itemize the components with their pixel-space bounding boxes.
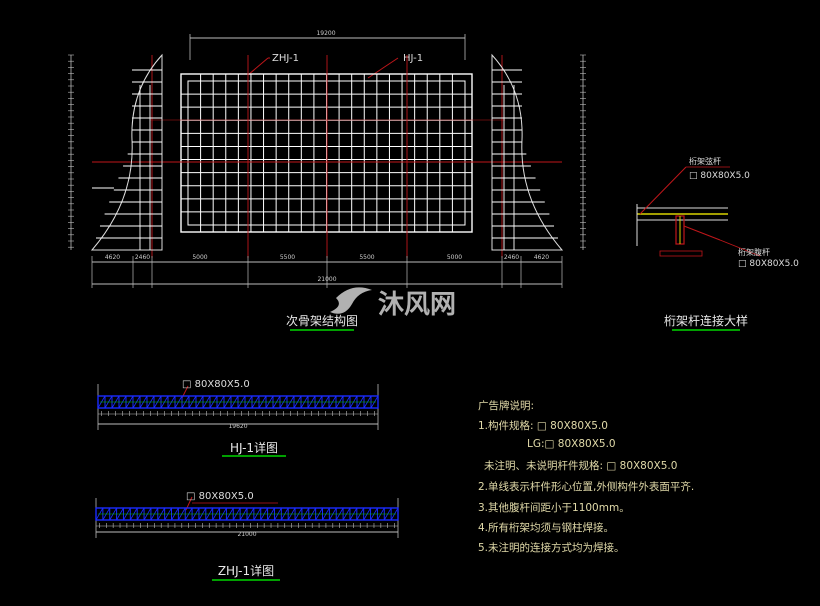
watermark-icon	[330, 287, 372, 314]
notes-line-1b: LG:□ 80X80X5.0	[527, 438, 616, 450]
hj-spec: □ 80X80X5.0	[182, 379, 250, 390]
notes-line-4: 3.其他腹杆间距小于1100mm。	[478, 501, 630, 514]
hj-detail-title: HJ-1详图	[230, 440, 278, 455]
bottom-dim-value: 4620	[534, 254, 549, 261]
hj-1-detail: □ 80X80X5.0 19620 HJ-1详图	[97, 379, 379, 457]
billboard-notes: 广告牌说明: 1.构件规格: □ 80X80X5.0 LG:□ 80X80X5.…	[478, 399, 694, 554]
web-member-spec: □ 80X80X5.0	[738, 259, 799, 269]
notes-line-5: 4.所有桁架均须与钢柱焊接。	[478, 521, 614, 534]
upper-chord-spec: □ 80X80X5.0	[689, 171, 750, 181]
bottom-dim-value: 5000	[192, 254, 207, 261]
truss-joint-detail: 桁架弦杆 □ 80X80X5.0 桁架腹杆 □ 80X80X5.0 桁架杆连接大…	[636, 156, 799, 331]
bottom-dim-value: 2460	[135, 254, 150, 261]
bottom-dim-value: 5500	[359, 254, 374, 261]
notes-line-1: 1.构件规格: □ 80X80X5.0	[478, 419, 608, 432]
joint-detail-title: 桁架杆连接大样	[664, 313, 748, 328]
bottom-dim-value: 4620	[105, 254, 120, 261]
upper-chord-label: 桁架弦杆	[689, 156, 721, 166]
hj-truss-members	[97, 395, 379, 416]
main-grid	[92, 55, 562, 258]
right-wing	[491, 53, 586, 251]
hj-leader-label: HJ-1	[403, 53, 423, 64]
notes-line-6: 5.未注明的连接方式均为焊接。	[478, 541, 625, 554]
bottom-dim-value: 5000	[447, 254, 462, 261]
left-wing	[68, 53, 163, 251]
total-width-dim: 21000	[317, 276, 336, 283]
zhj-leader-label: ZHJ-1	[272, 53, 299, 64]
notes-heading: 广告牌说明:	[478, 399, 534, 412]
zhj-detail-title: ZHJ-1详图	[218, 563, 274, 578]
bottom-dimension-row: 4620 2460 5000 5500 5500 5000 2460 4620	[91, 254, 563, 288]
bottom-dim-value: 5500	[280, 254, 295, 261]
zhj-spec: □ 80X80X5.0	[186, 491, 254, 502]
bottom-dim-value: 2460	[504, 254, 519, 261]
web-member-label: 桁架腹杆	[738, 247, 770, 257]
secondary-frame-elevation: 19200 ZHJ-1 HJ-1 4620 2460 5000 5500 5500 500…	[68, 30, 586, 331]
notes-line-2: 未注明、未说明杆件规格: □ 80X80X5.0	[484, 459, 677, 472]
zhj-1-detail: □ 80X80X5.0 21000 ZHJ-1详图	[95, 491, 399, 581]
zhj-length-dim: 21000	[237, 531, 256, 538]
watermark-text: 沐风网	[378, 290, 456, 320]
top-width-dim: 19200	[316, 30, 335, 37]
watermark-logo: 沐风网	[330, 287, 456, 320]
zhj-truss-members	[95, 507, 399, 528]
notes-line-3: 2.单线表示杆件形心位置,外侧构件外表面平齐.	[478, 480, 694, 493]
hj-length-dim: 19620	[228, 423, 247, 430]
main-drawing-title: 次骨架结构图	[286, 313, 358, 328]
